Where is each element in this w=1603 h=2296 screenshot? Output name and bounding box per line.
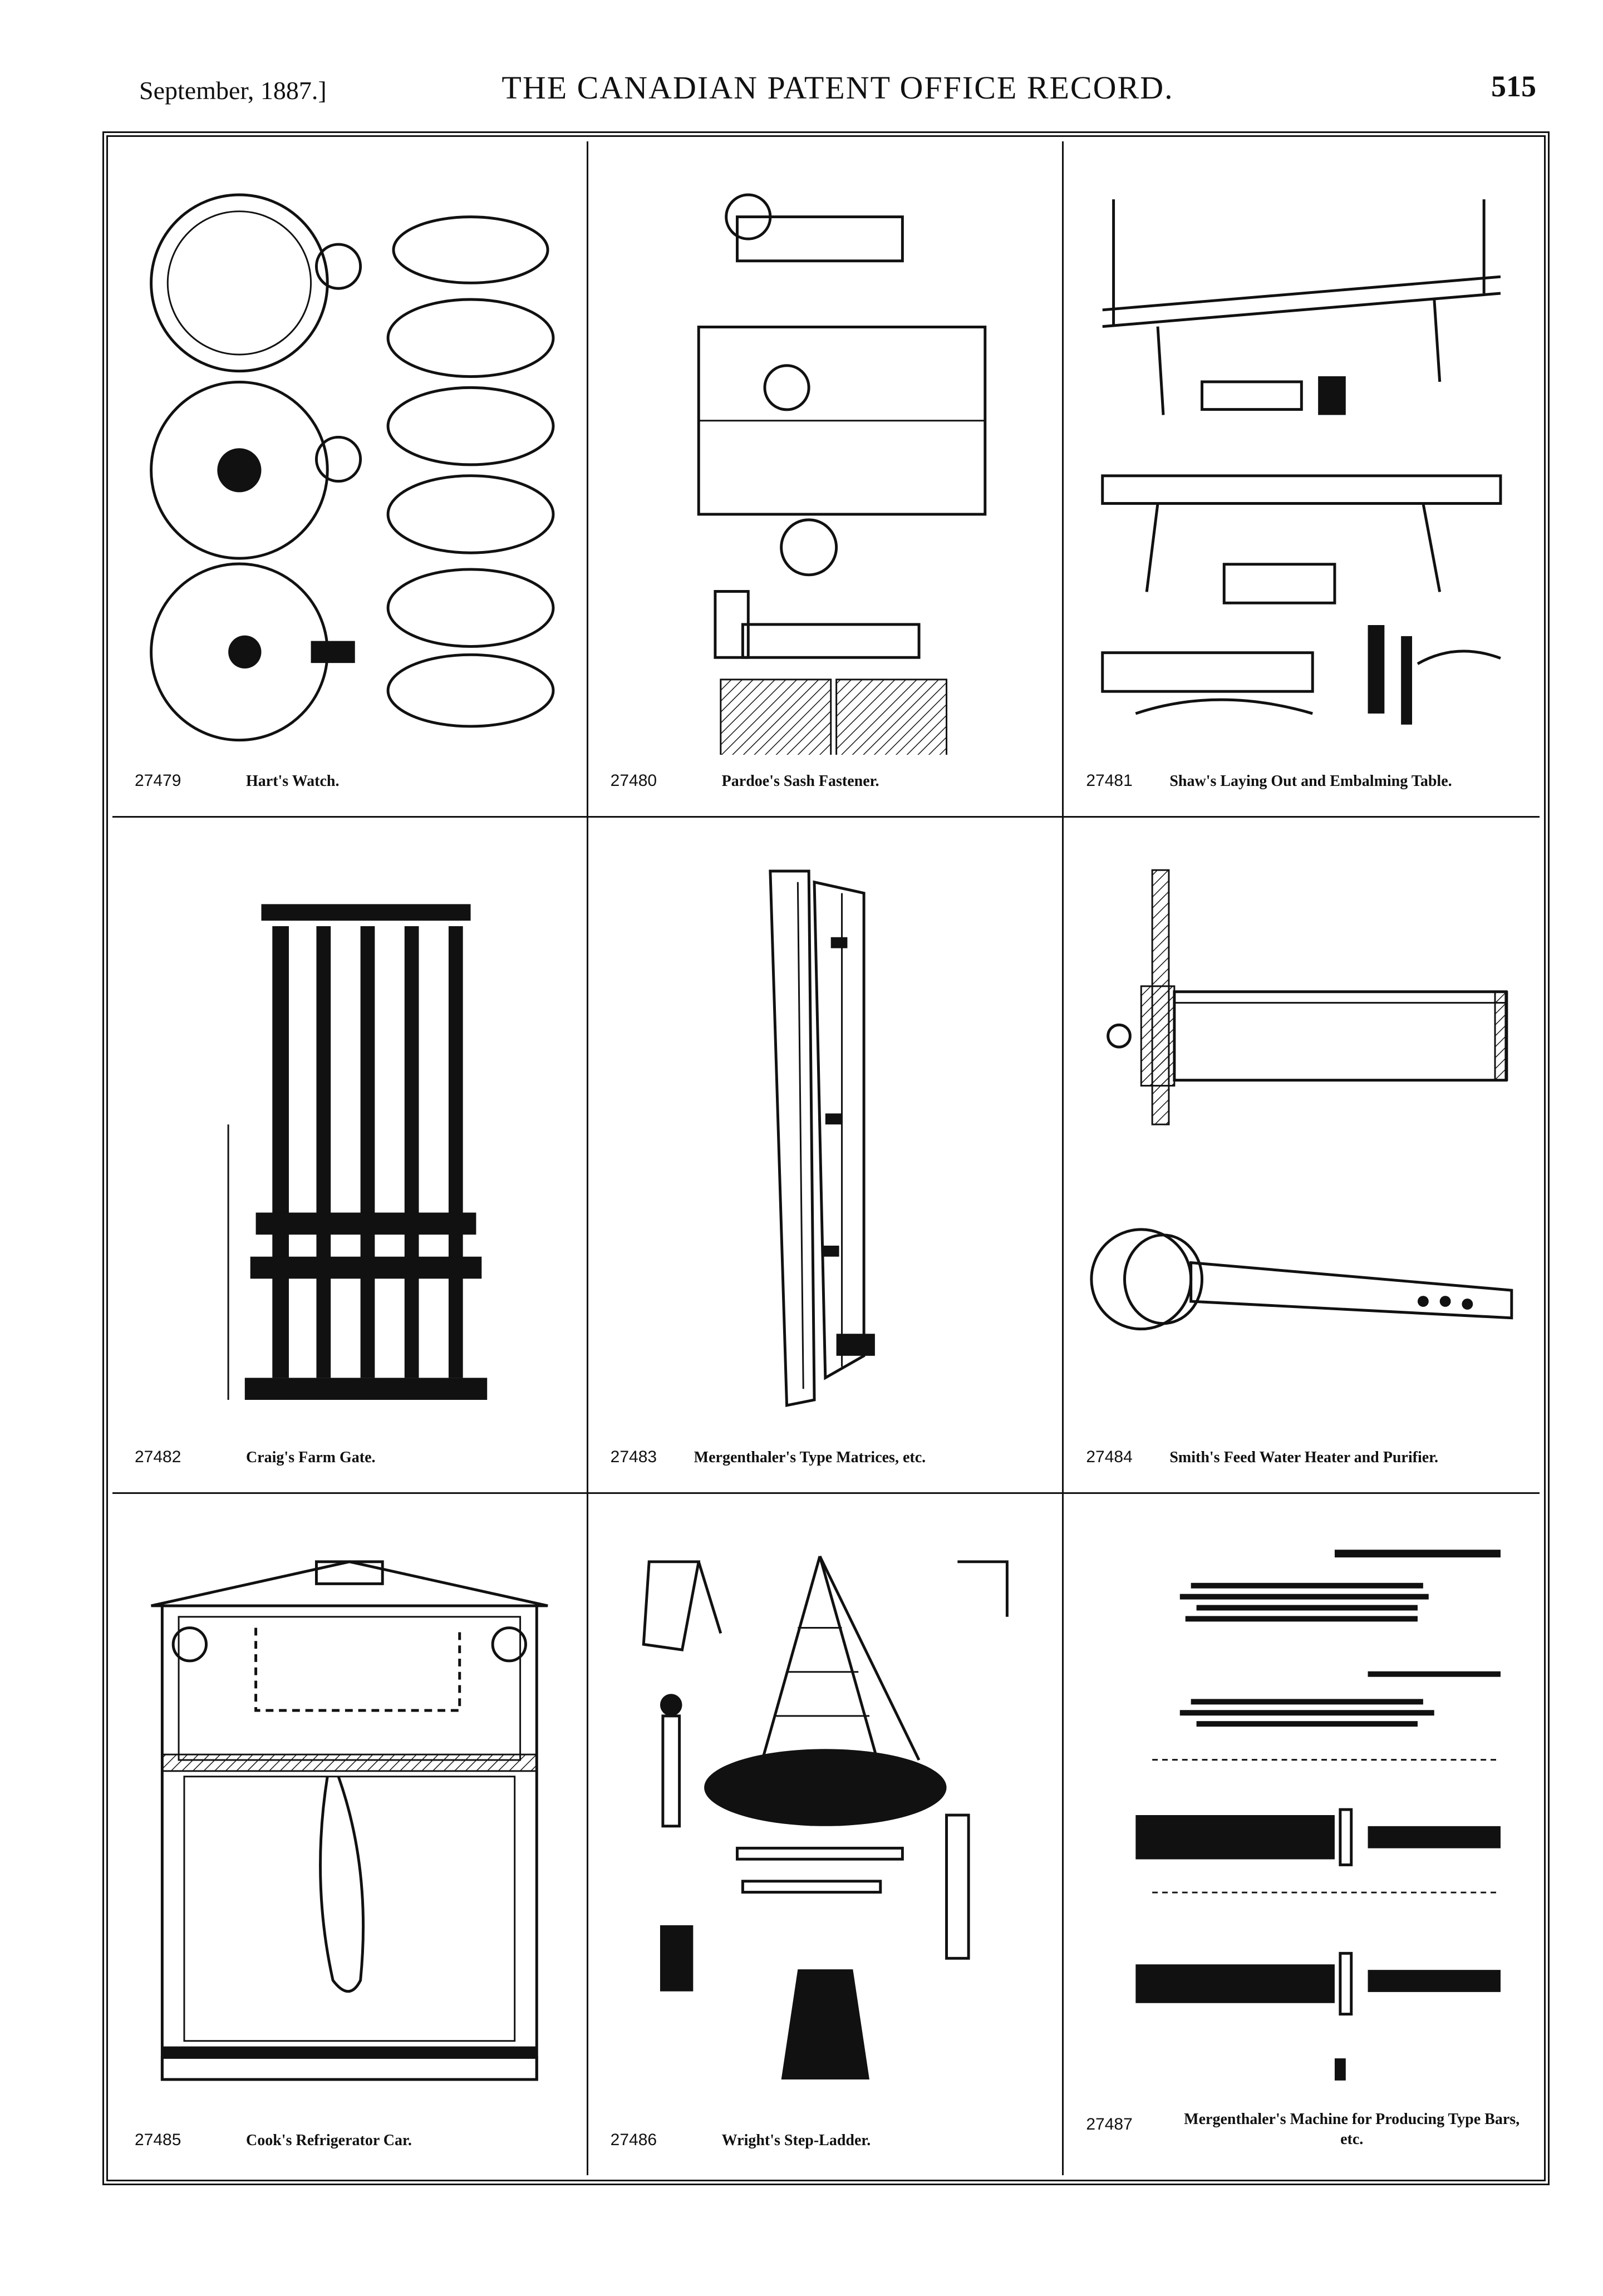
patent-title: Mergenthaler's Machine for Producing Typ… [1184,2111,1520,2148]
patent-title: Smith's Feed Water Heater and Purifier. [1169,1449,1439,1466]
issue-date: September, 1887.] [139,76,327,105]
patent-number: 27484 [1086,1448,1133,1466]
patent-number: 27481 [1086,771,1133,790]
patent-caption: 27484 Smith's Feed Water Heater and Puri… [1086,1438,1528,1471]
feed-water-heater-drawing [1080,840,1523,1431]
patent-grid: 27479 Hart's Watch. [112,141,1540,2175]
patent-title: Craig's Farm Gate. [246,1449,376,1466]
patent-number: 27482 [135,1448,181,1466]
patent-title: Hart's Watch. [246,773,340,790]
patent-title: Shaw's Laying Out and Embalming Table. [1169,773,1452,790]
page-header: September, 1887.] THE CANADIAN PATENT OF… [139,66,1536,116]
watch-drawing [129,164,570,755]
sash-fastener-drawing [605,164,1046,755]
patent-caption: 27487 Mergenthaler's Machine for Produci… [1086,2111,1528,2154]
patent-caption: 27481 Shaw's Laying Out and Embalming Ta… [1086,761,1528,795]
patent-number: 27485 [135,2131,181,2149]
patent-cell-watch: 27479 Hart's Watch. [112,141,588,818]
publication-title: THE CANADIAN PATENT OFFICE RECORD. [501,70,1174,106]
patent-caption: 27479 Hart's Watch. [135,761,576,795]
patent-cell-feed-water-heater: 27484 Smith's Feed Water Heater and Puri… [1064,818,1540,1494]
patent-caption: 27482 Craig's Farm Gate. [135,1438,576,1471]
refrigerator-car-drawing [129,1516,570,2114]
patent-number: 27487 [1086,2115,1133,2133]
patent-cell-type-matrices: 27483 Mergenthaler's Type Matrices, etc. [588,818,1064,1494]
patent-cell-refrigerator-car: 27485 Cook's Refrigerator Car. [112,1494,588,2175]
patent-number: 27480 [610,771,657,790]
patent-cell-step-ladder: 27486 Wright's Step-Ladder. [588,1494,1064,2175]
patent-cell-sash-fastener: 27480 Pardoe's Sash Fastener. [588,141,1064,818]
patent-cell-farm-gate: 27482 Craig's Farm Gate. [112,818,588,1494]
patent-title: Wright's Step-Ladder. [721,2132,871,2149]
patent-caption: 27480 Pardoe's Sash Fastener. [611,761,1051,795]
page-number: 515 [1491,70,1536,103]
step-ladder-drawing [605,1516,1046,2114]
patent-cell-type-bar-machine: 27487 Mergenthaler's Machine for Produci… [1064,1494,1540,2175]
type-matrices-drawing [605,840,1046,1431]
patent-number: 27483 [610,1448,657,1466]
patent-title: Pardoe's Sash Fastener. [721,773,879,790]
patent-title: Cook's Refrigerator Car. [246,2132,412,2149]
patent-caption: 27483 Mergenthaler's Type Matrices, etc. [611,1438,1051,1471]
patent-plates-frame: 27479 Hart's Watch. [102,131,1550,2185]
patent-number: 27486 [610,2131,657,2149]
patent-cell-embalming-table: 27481 Shaw's Laying Out and Embalming Ta… [1064,141,1540,818]
farm-gate-drawing [129,840,570,1431]
type-bar-machine-drawing [1080,1516,1523,2114]
patent-caption: 27485 Cook's Refrigerator Car. [135,2121,576,2154]
patent-number: 27479 [135,771,181,790]
patent-title: Mergenthaler's Type Matrices, etc. [694,1449,926,1466]
embalming-table-drawing [1080,164,1523,755]
patent-caption: 27486 Wright's Step-Ladder. [611,2121,1051,2154]
